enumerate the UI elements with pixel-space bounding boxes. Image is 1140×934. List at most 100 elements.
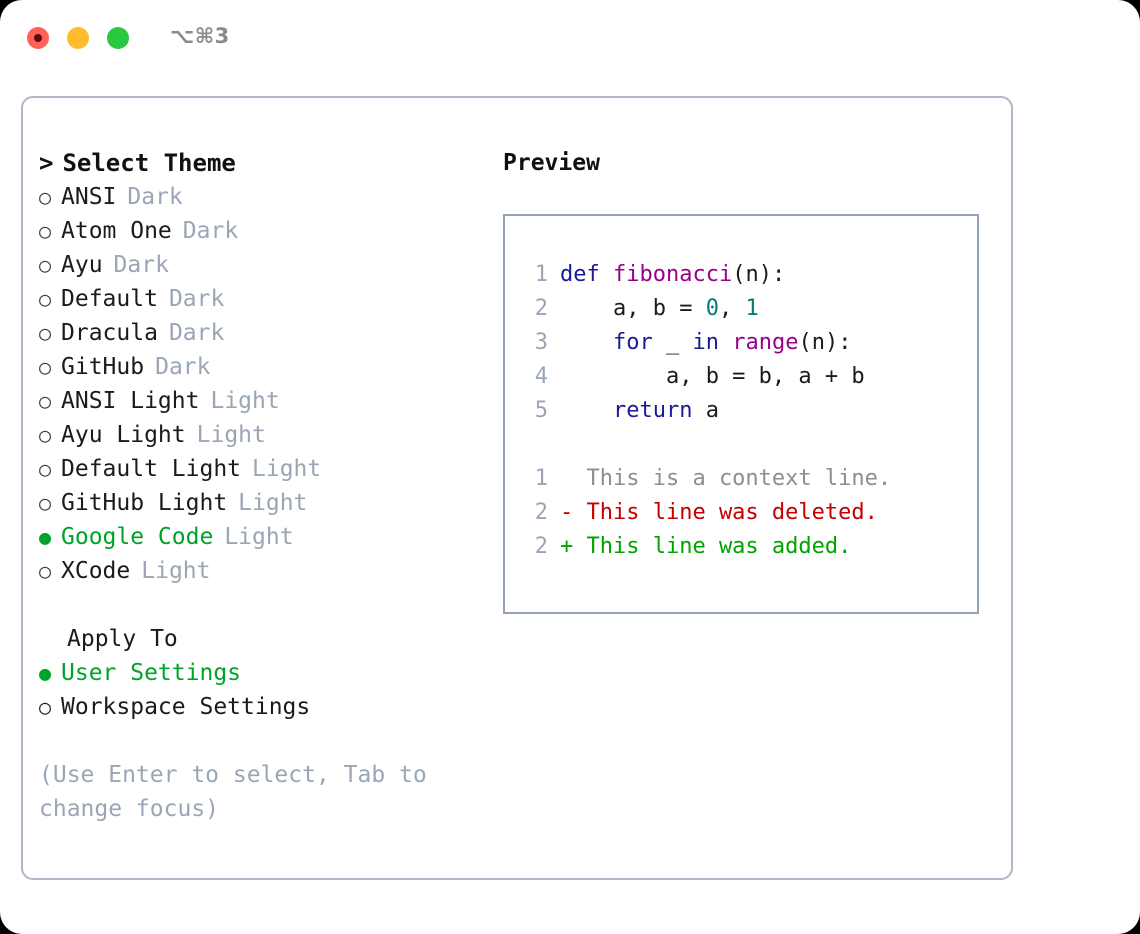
code-line: 4 a, b = b, a + b — [505, 360, 977, 394]
code-line-source: def fibonacci(n): — [560, 262, 785, 287]
theme-item-label: Dracula — [61, 320, 158, 346]
code-line-number: 4 — [534, 364, 548, 389]
theme-item-label: Default — [61, 286, 158, 312]
theme-item-label: Ayu Light — [61, 422, 186, 448]
code-line: 3 for _ in range(n): — [505, 326, 977, 360]
theme-item-kind-badge: Light — [224, 524, 294, 550]
diff-line-number: 2 — [534, 500, 548, 525]
theme-item-github-light[interactable]: ○ GitHub Light Light — [39, 486, 479, 520]
code-token-fn: range — [732, 330, 799, 355]
theme-item-ansi-light[interactable]: ○ ANSI Light Light — [39, 384, 479, 418]
radio-selected-icon: ● — [39, 525, 52, 549]
radio-unselected-icon: ○ — [39, 457, 52, 481]
apply-to-item-user-settings[interactable]: ●User Settings — [39, 656, 479, 690]
code-token-plain — [719, 330, 732, 355]
code-token-kw: return — [612, 398, 693, 423]
minimize-window-button[interactable] — [67, 27, 89, 49]
maximize-window-button[interactable] — [107, 27, 129, 49]
radio-unselected-icon: ○ — [39, 355, 52, 379]
theme-item-github[interactable]: ○ GitHub Dark — [39, 350, 479, 384]
radio-unselected-icon: ○ — [39, 491, 52, 515]
radio-unselected-icon: ○ — [39, 389, 52, 413]
diff-line-number: 2 — [534, 534, 548, 559]
theme-item-label: GitHub Light — [61, 490, 228, 516]
title-bar: ⌥⌘3 — [0, 0, 1140, 76]
theme-item-kind-badge: Light — [238, 490, 308, 516]
theme-item-kind-badge: Dark — [113, 252, 169, 278]
diff-line-text: - This line was deleted. — [560, 500, 878, 525]
code-line: 5 return a — [505, 394, 977, 428]
diff-line-number: 1 — [534, 466, 548, 491]
diff-line-text: This is a context line. — [560, 466, 892, 491]
theme-item-label: Google Code — [61, 524, 214, 550]
code-token-plain: , — [718, 296, 746, 321]
diff-sample: 1 This is a context line. 2 - This line wa… — [505, 462, 977, 564]
theme-item-ayu[interactable]: ○ Ayu Dark — [39, 248, 479, 282]
code-token-plain: a — [692, 398, 719, 423]
code-token-num: 1 — [745, 296, 759, 321]
radio-unselected-icon: ○ — [39, 695, 52, 719]
code-line-source: a, b = b, a + b — [560, 364, 865, 389]
diff-line-text: + This line was added. — [560, 534, 852, 559]
code-token-kw: def — [560, 262, 600, 287]
radio-unselected-icon: ○ — [39, 253, 52, 277]
apply-to-group: Apply To ●User Settings○Workspace Settin… — [39, 622, 479, 724]
theme-item-label: XCode — [61, 558, 131, 584]
theme-item-kind-badge: Dark — [127, 184, 183, 210]
code-line: 2 a, b = 0, 1 — [505, 292, 977, 326]
keyboard-hint-text: (Use Enter to select, Tab to change focu… — [39, 762, 427, 822]
code-line-number: 2 — [534, 296, 548, 321]
theme-item-kind-badge: Dark — [168, 286, 225, 312]
theme-item-label: Ayu — [61, 252, 103, 278]
close-window-button[interactable] — [27, 27, 49, 49]
code-token-kw: in — [692, 330, 719, 355]
code-token-plain: a, b = b, a + b — [560, 364, 865, 389]
code-token-plain: (n): — [798, 330, 852, 355]
theme-item-label: GitHub — [61, 354, 145, 380]
theme-item-kind-badge: Light — [210, 388, 280, 414]
apply-to-item-label: User Settings — [61, 660, 242, 686]
radio-unselected-icon: ○ — [39, 423, 52, 447]
code-diff-spacer — [505, 428, 977, 462]
radio-unselected-icon: ○ — [39, 559, 52, 583]
radio-unselected-icon: ○ — [39, 185, 52, 209]
code-line-source: a, b = 0, 1 — [560, 296, 759, 321]
theme-item-ansi[interactable]: ○ ANSI Dark — [39, 180, 479, 214]
apply-to-list: ●User Settings ○ Workspace Settings — [39, 656, 479, 724]
code-line-source: return a — [560, 398, 719, 423]
apply-to-item-workspace-settings[interactable]: ○ Workspace Settings — [39, 690, 479, 724]
code-token-fn: fibonacci — [613, 262, 733, 287]
code-token-kw: for — [612, 330, 653, 355]
theme-item-google-code[interactable]: ● Google Code Light — [39, 520, 479, 554]
apply-to-item-label: Workspace Settings — [61, 694, 311, 720]
theme-picker-header: > Select Theme — [39, 146, 479, 180]
theme-item-default[interactable]: ○ Default Dark — [39, 282, 479, 316]
theme-item-ayu-light[interactable]: ○ Ayu Light Light — [39, 418, 479, 452]
code-token-plain: a, b = — [560, 296, 706, 321]
keyboard-shortcut-label: ⌥⌘3 — [170, 24, 230, 48]
theme-item-kind-badge: Light — [196, 422, 266, 448]
caret-icon: > — [39, 149, 54, 177]
code-token-plain — [600, 262, 613, 287]
code-token-plain: _ — [652, 330, 693, 355]
diff-line-added: 2 + This line was added. — [505, 530, 977, 564]
radio-unselected-icon: ○ — [39, 287, 52, 311]
code-token-plain — [560, 330, 613, 355]
theme-item-label: ANSI Light — [61, 388, 200, 414]
theme-item-label: ANSI — [61, 184, 117, 210]
code-line-source: for _ in range(n): — [560, 330, 851, 355]
theme-picker-title: Select Theme — [62, 149, 236, 177]
theme-item-kind-badge: Dark — [155, 354, 211, 380]
preview-title: Preview — [503, 150, 600, 176]
